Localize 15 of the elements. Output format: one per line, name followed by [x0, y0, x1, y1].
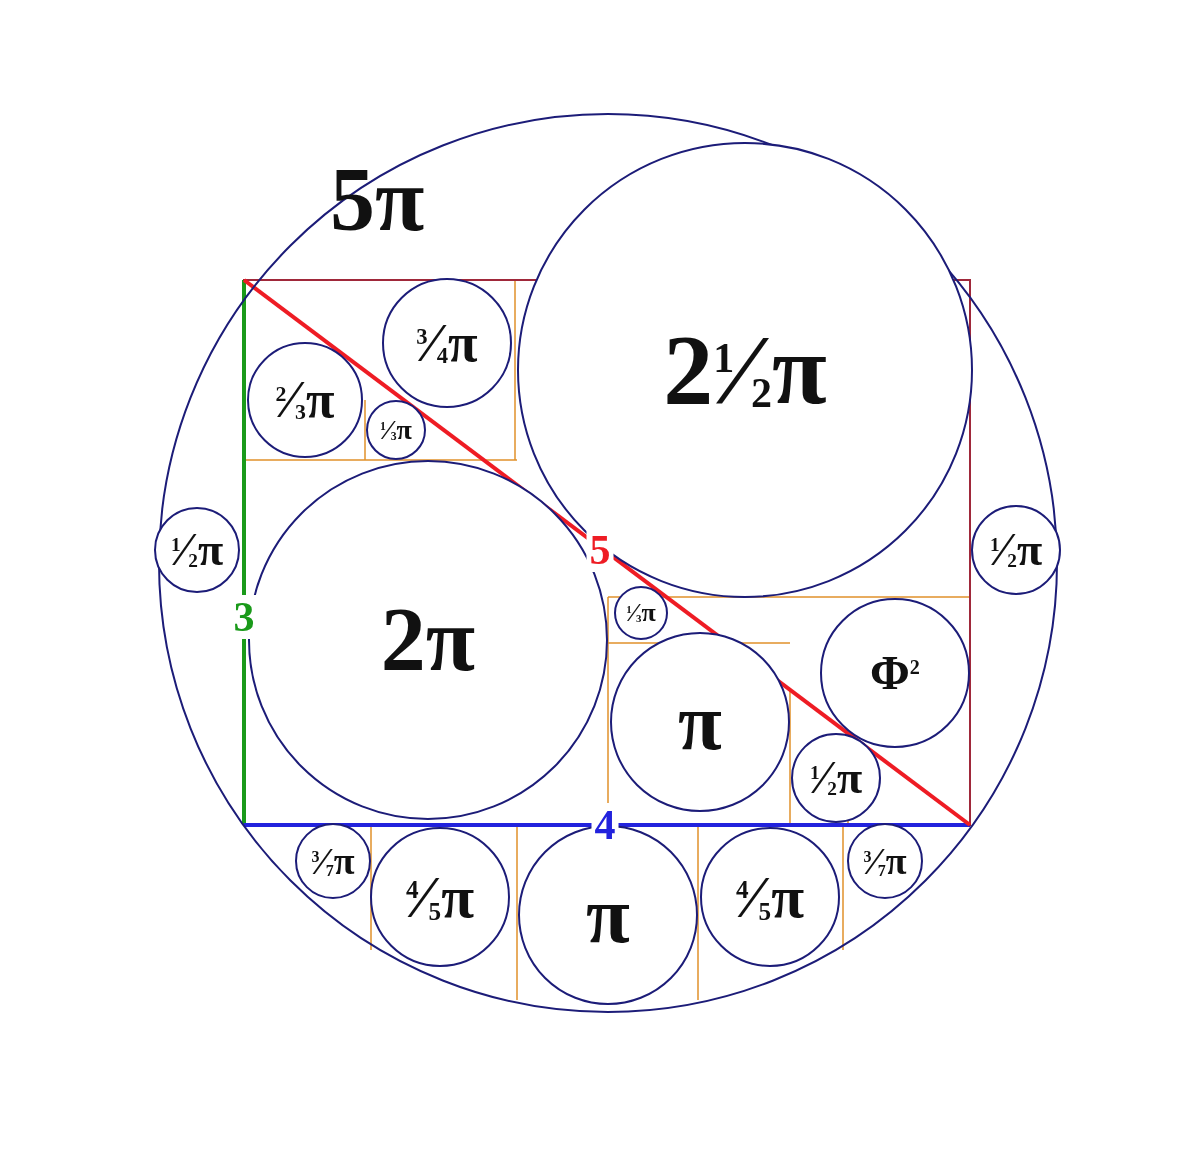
circle [295, 823, 371, 899]
circle-label: 5π [330, 155, 425, 245]
circle [700, 827, 840, 967]
circle [614, 586, 668, 640]
circle-label: $^{1}$⁄$_{3}$π [380, 416, 412, 444]
circle [366, 400, 426, 460]
circle-label: π [678, 682, 722, 762]
circle-label: Φ$^{2}$ [870, 649, 920, 697]
circle [791, 733, 881, 823]
circle [847, 823, 923, 899]
circle-label: π [586, 875, 630, 955]
circle [382, 278, 512, 408]
circle-label: 2π [380, 595, 476, 685]
circle [247, 342, 363, 458]
side-length-label: 5 [586, 528, 614, 572]
